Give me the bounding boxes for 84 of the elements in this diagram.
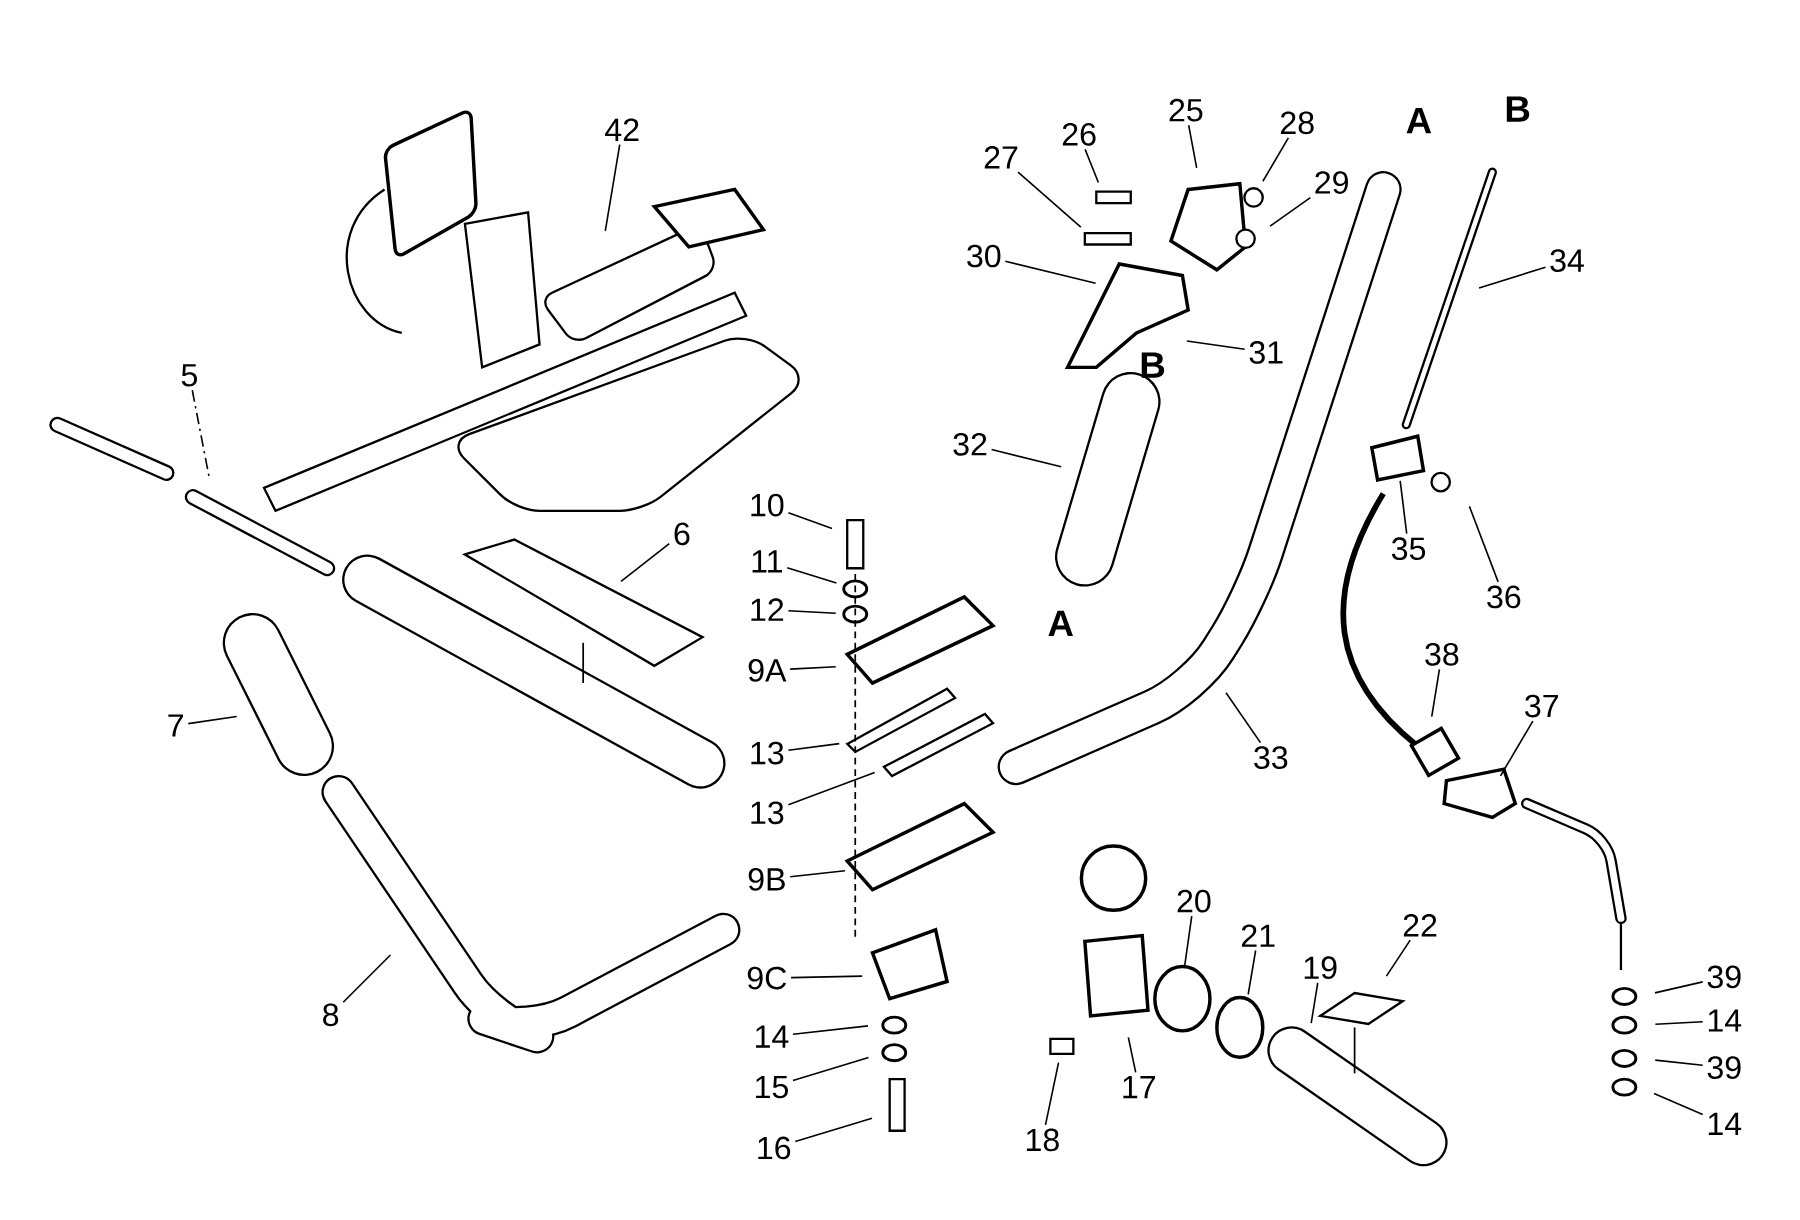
callout-number: 39	[1707, 965, 1741, 989]
callout-number: 35	[1391, 537, 1426, 560]
callout-number: 42	[605, 118, 639, 141]
leader-line	[1269, 196, 1312, 227]
leader-line	[342, 954, 392, 1003]
leader-line	[1654, 1059, 1704, 1066]
leader-line	[787, 771, 876, 806]
leader-line	[604, 143, 621, 232]
callout-number: 9A	[748, 658, 787, 682]
callout-number: 14	[1708, 1009, 1742, 1032]
leader-line	[1499, 720, 1534, 777]
callout-number: 9B	[748, 867, 785, 891]
callout-number: 28	[1280, 111, 1314, 135]
leader-line	[1653, 1092, 1704, 1116]
callout-number: 31	[1249, 340, 1283, 364]
leader-line	[1262, 136, 1290, 182]
leader-line	[1247, 949, 1257, 996]
callout-number: 18	[1026, 1128, 1059, 1152]
callout-number: 39	[1707, 1056, 1741, 1079]
callout-number: 7	[168, 714, 183, 737]
section-letter: A	[1406, 107, 1432, 134]
leader-line	[1430, 668, 1441, 718]
section-letter: A	[1048, 610, 1073, 636]
leader-line	[1044, 1061, 1060, 1126]
leader-line	[1310, 981, 1319, 1024]
callout-number: 16	[758, 1136, 791, 1160]
leader-line	[1017, 171, 1082, 228]
leader-line	[792, 1056, 870, 1082]
leader-line	[1186, 340, 1246, 350]
leader-line	[620, 542, 671, 582]
callout-number: 29	[1315, 171, 1348, 194]
callout-number: 17	[1123, 1075, 1156, 1099]
callout-number: 36	[1487, 585, 1521, 609]
callout-number: 32	[953, 432, 987, 456]
callout-number: 38	[1425, 642, 1459, 666]
leader-line	[787, 742, 841, 751]
leader-line	[1127, 1036, 1137, 1074]
callout-number: 9C	[747, 966, 787, 990]
leader-line	[1187, 124, 1198, 169]
leader-line	[1084, 148, 1100, 184]
section-letter: B	[1141, 352, 1165, 378]
leader-line	[1478, 266, 1547, 289]
callout-number: 26	[1062, 122, 1096, 146]
leader-line	[191, 389, 211, 479]
callout-number: 12	[751, 598, 784, 621]
leader-line	[1183, 915, 1193, 967]
callout-number: 20	[1177, 889, 1211, 913]
callout-number: 30	[967, 244, 1001, 268]
leader-line	[790, 975, 863, 979]
leader-line	[1004, 260, 1097, 284]
callout-number: 14	[1708, 1112, 1742, 1135]
section-letter: B	[1506, 96, 1530, 122]
callout-number: 14	[756, 1025, 789, 1048]
callout-number: 27	[984, 145, 1018, 169]
callout-number: 34	[1550, 249, 1584, 272]
leader-line	[789, 665, 837, 670]
leader-line	[1654, 980, 1704, 994]
callout-number: 5	[181, 364, 197, 387]
callout-number: 11	[752, 550, 782, 573]
callout-number: 25	[1169, 98, 1203, 122]
leader-line	[1654, 1020, 1704, 1025]
leader-line	[794, 1117, 873, 1143]
leader-line	[990, 448, 1062, 468]
leader-line	[187, 715, 238, 725]
leader-line	[1468, 505, 1499, 583]
callout-number: 8	[323, 1003, 339, 1027]
leader-line	[792, 1024, 869, 1035]
callout-number: 33	[1254, 746, 1288, 769]
callout-number: 13	[751, 801, 784, 824]
leader-line	[787, 609, 837, 614]
leader-line	[786, 566, 838, 584]
leader-line	[789, 869, 846, 878]
leader-line	[1225, 691, 1262, 744]
callout-number: 6	[674, 522, 690, 546]
callout-number: 10	[751, 493, 784, 517]
callout-number: 13	[751, 741, 784, 765]
callout-number: 37	[1525, 694, 1558, 718]
leader-line	[1399, 479, 1408, 535]
leader-line	[1385, 939, 1411, 977]
callout-number: 19	[1304, 956, 1337, 979]
callout-number: 22	[1403, 913, 1437, 937]
callout-number: 21	[1241, 924, 1275, 947]
leader-line	[787, 511, 833, 530]
callout-number: 15	[756, 1075, 788, 1099]
